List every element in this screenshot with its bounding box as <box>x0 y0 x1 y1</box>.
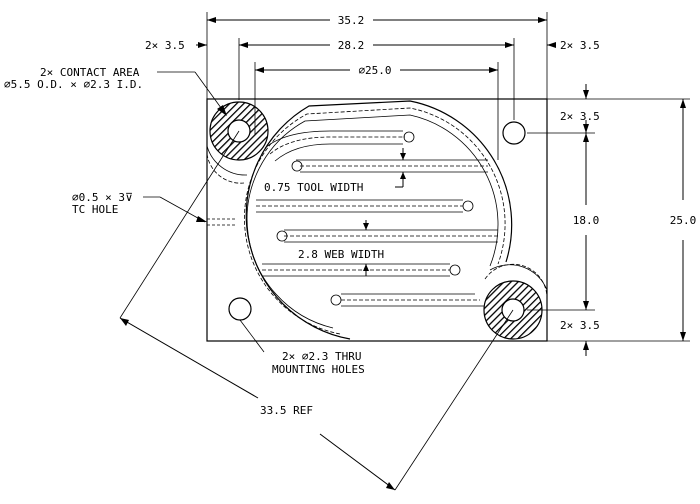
callout-labels: 2× CONTACT AREA ⌀5.5 O.D. × ⌀2.3 I.D. ⌀0… <box>4 66 384 376</box>
tool-width-label: 0.75 TOOL WIDTH <box>264 181 363 194</box>
web-width-label: 2.8 WEB WIDTH <box>298 248 384 261</box>
left-edge-offset-label: 2× 3.5 <box>145 39 185 52</box>
dimension-lines <box>119 12 690 491</box>
upper-left-corner-arc <box>206 145 248 176</box>
hole-spacing-label: 28.2 <box>338 39 365 52</box>
mounting-hole-upper-right <box>502 121 526 145</box>
tc-hole-label-line2: TC HOLE <box>72 203 118 216</box>
disc-groove <box>244 107 506 335</box>
mounting-hole-lower-left <box>228 297 252 321</box>
lower-right-offset-label: 2× 3.5 <box>560 319 600 332</box>
dimension-labels: 35.2 28.2 2× 3.5 2× 3.5 ⌀25.0 2× 3.5 2× … <box>145 14 696 417</box>
upper-right-offset-label: 2× 3.5 <box>560 110 600 123</box>
lower-right-corner-arc-groove <box>484 263 548 299</box>
contact-area-label-line1: 2× CONTACT AREA <box>40 66 140 79</box>
contact-area-label-line2: ⌀5.5 O.D. × ⌀2.3 I.D. <box>4 78 143 91</box>
mounting-holes-label-line2: MOUNTING HOLES <box>272 363 365 376</box>
right-edge-offset-label: 2× 3.5 <box>560 39 600 52</box>
tc-hole-label-line1: ⌀0.5 × 3⊽ <box>72 191 133 204</box>
overall-width-label: 35.2 <box>338 14 365 27</box>
tc-hole <box>207 218 236 226</box>
diagonal-ref-label: 33.5 REF <box>260 404 313 417</box>
part-geometry <box>206 98 548 342</box>
disc-outline <box>245 100 513 340</box>
overall-height-label: 25.0 <box>670 214 697 227</box>
lower-right-corner-arc <box>489 264 548 291</box>
disc-inner <box>246 114 499 329</box>
serpentine-channel <box>256 130 498 307</box>
plate-outline <box>206 98 548 342</box>
mounting-holes-label-line1: 2× ⌀2.3 THRU <box>282 350 361 363</box>
disc-diameter-label: ⌀25.0 <box>358 64 391 77</box>
vertical-spacing-label: 18.0 <box>573 214 600 227</box>
upper-left-corner-arc-groove <box>206 153 245 184</box>
